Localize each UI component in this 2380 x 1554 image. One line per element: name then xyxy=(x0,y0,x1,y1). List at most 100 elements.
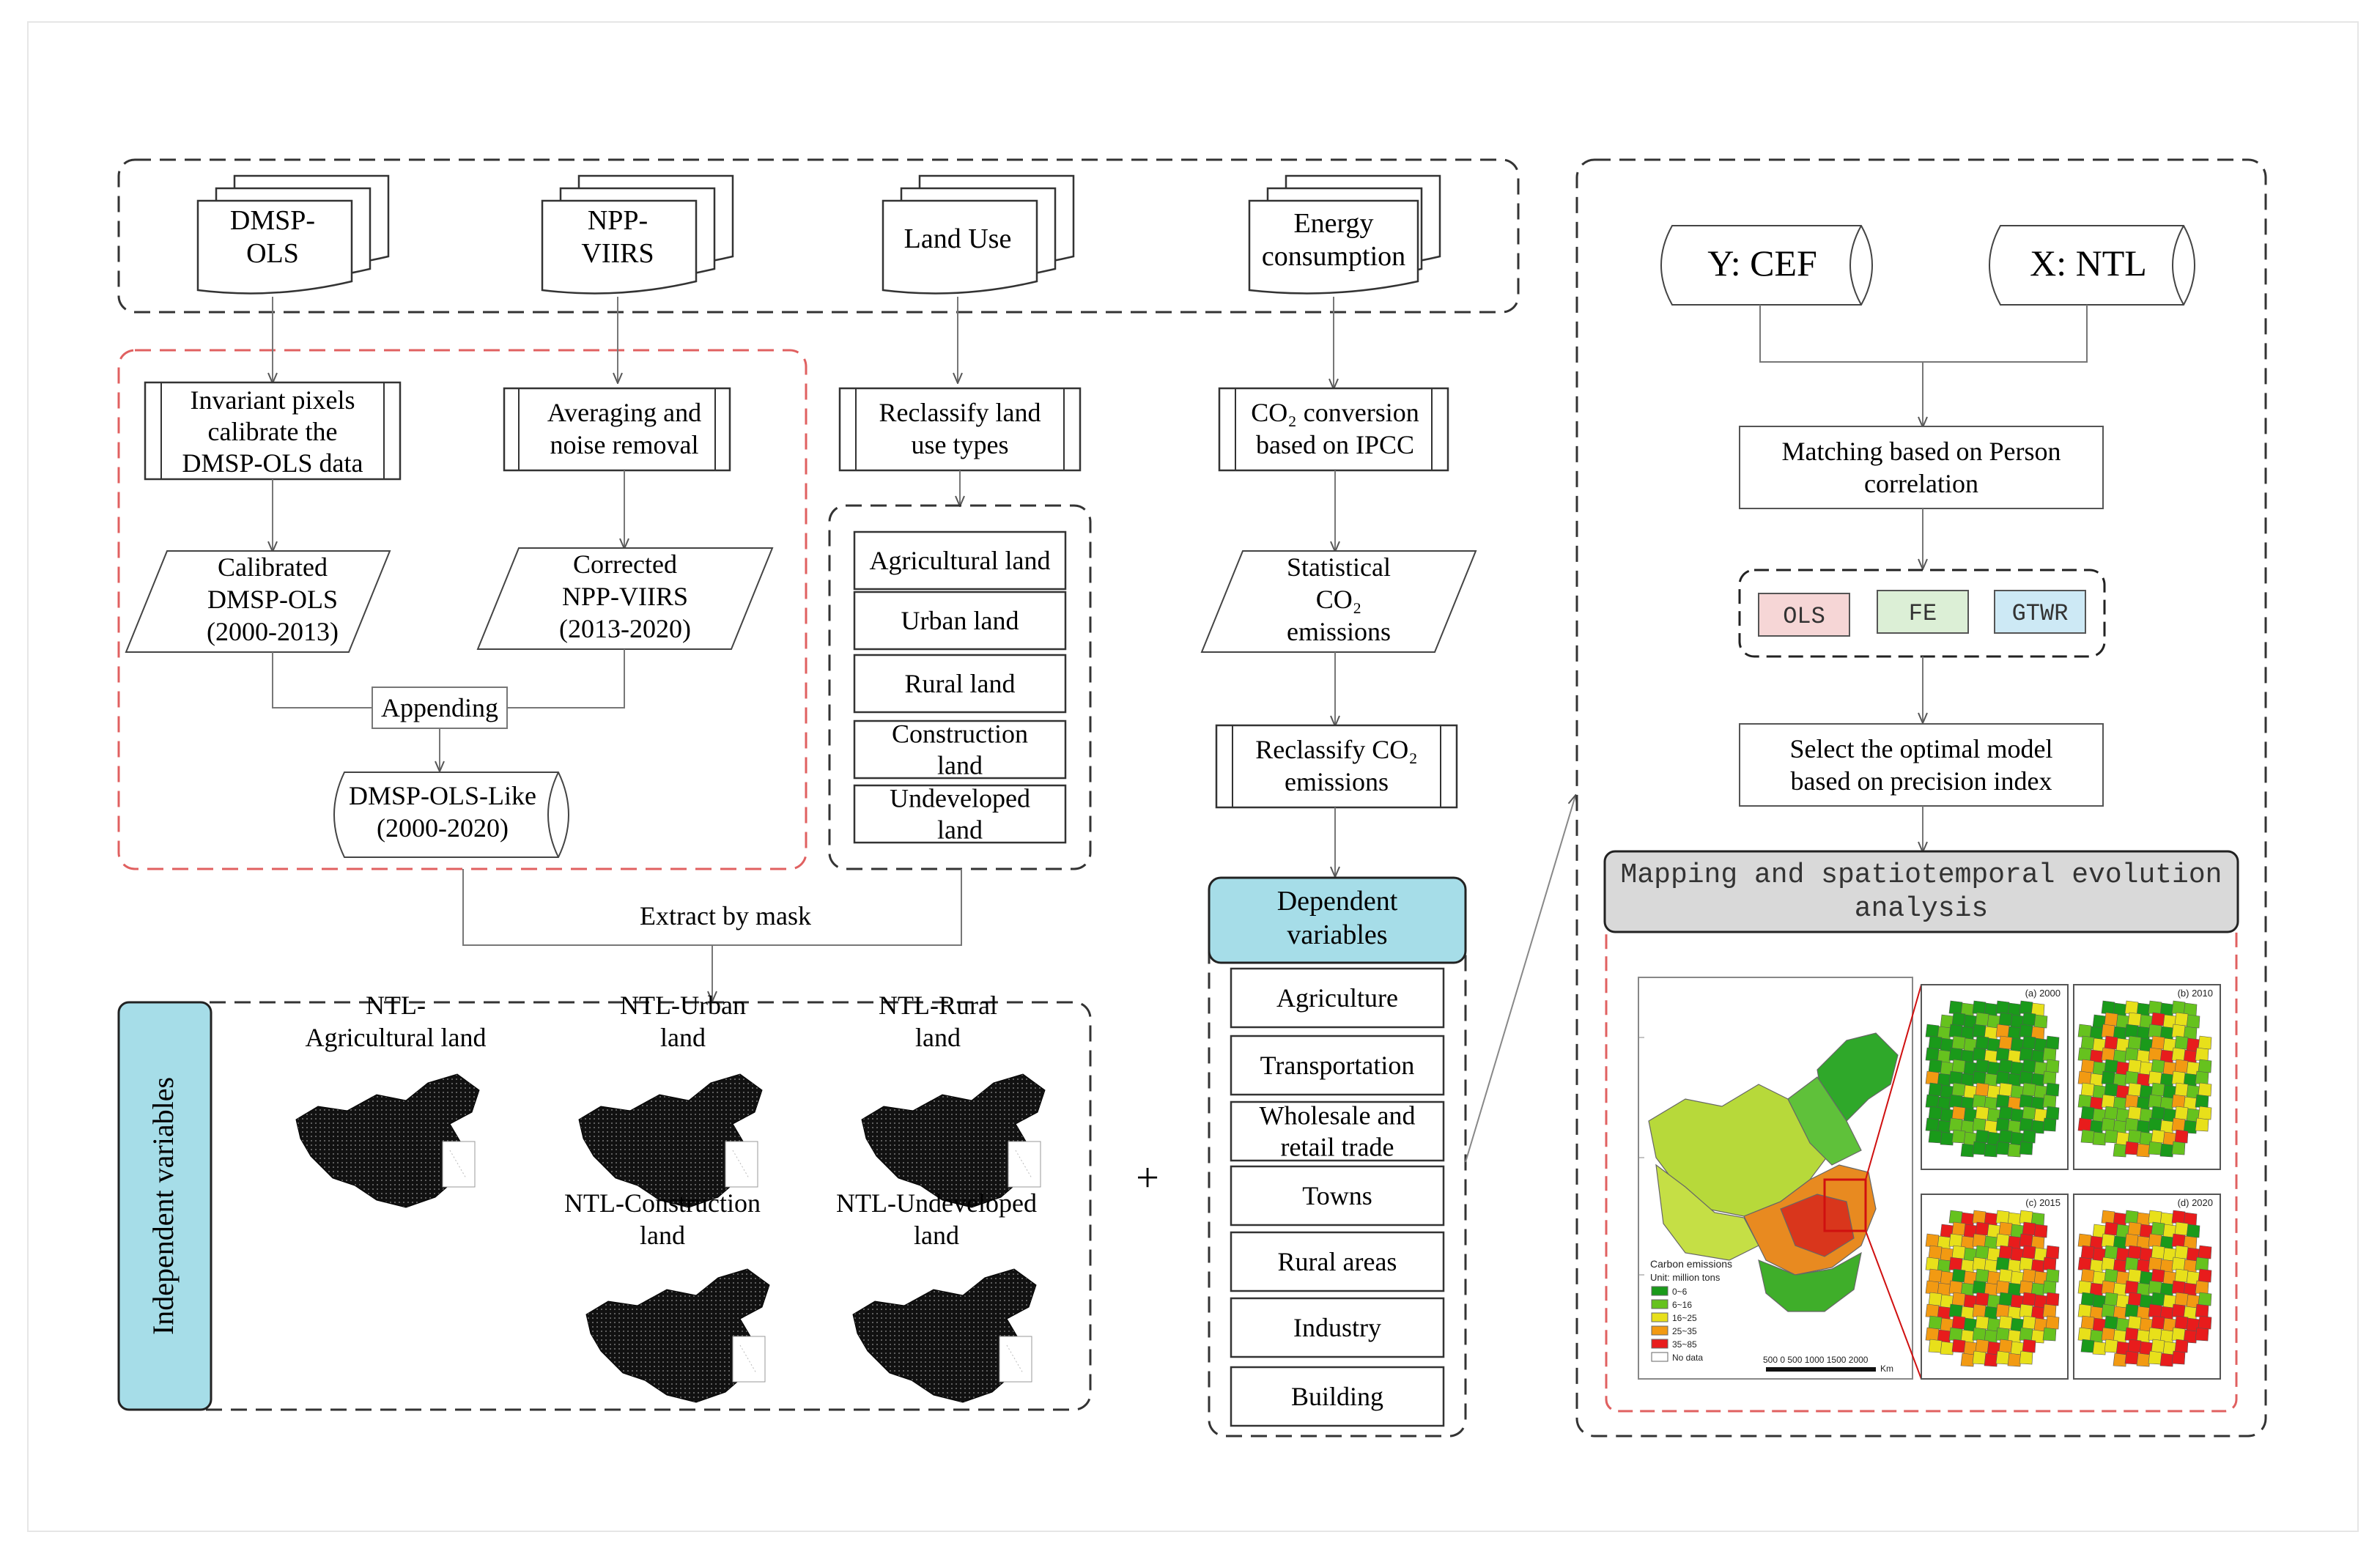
detail-panel: (c) 2015 xyxy=(1921,1194,2069,1380)
model-panel xyxy=(1575,158,2267,1438)
ntl-processing-group xyxy=(117,349,808,870)
land-type-label-2: land xyxy=(937,751,983,780)
land-type-item: Urban land xyxy=(853,591,1067,651)
x-ntl-label: X: NTL xyxy=(2030,243,2147,284)
statistical-label-2: CO₂ xyxy=(1316,585,1362,614)
dependent-item-label-1: Towns xyxy=(1302,1181,1372,1210)
detail-panel-title: (a) 2000 xyxy=(2025,988,2061,999)
ntl-maps: NTL-Agricultural landNTL-UrbanlandNTL-Ru… xyxy=(295,991,1046,1403)
extract-by-mask-label: Extract by mask xyxy=(640,901,811,930)
detail-panel: (b) 2010 xyxy=(2073,984,2221,1170)
outer-frame xyxy=(27,21,2359,1532)
dependent-item: Towns xyxy=(1230,1165,1445,1226)
dependent-variables-header: Dependent variables xyxy=(1208,876,1467,964)
land-type-item: Rural land xyxy=(853,654,1067,714)
ntl-map-label-2: land xyxy=(914,1221,959,1250)
land-type-label-2: land xyxy=(937,815,983,845)
dependent-item: Building xyxy=(1230,1366,1445,1427)
calibrated-dmsp-data: Calibrated DMSP-OLS (2000-2013) xyxy=(125,550,391,653)
select-model-box: Select the optimal model based on precis… xyxy=(1739,723,2104,807)
land-type-label-1: Undeveloped xyxy=(890,784,1030,813)
legend-item-label: 25~35 xyxy=(1672,1326,1697,1336)
scale-label: 500 0 500 1000 1500 2000 xyxy=(1763,1355,1869,1365)
carbon-emissions-map: Carbon emissions Unit: million tons 0~66… xyxy=(1638,977,1913,1380)
dependent-item: Industry xyxy=(1230,1297,1445,1358)
legend-item: 35~85 xyxy=(1651,1339,1697,1350)
legend-title: Carbon emissions xyxy=(1650,1258,1732,1270)
land-use-label: Land Use xyxy=(904,223,1012,254)
mapping-title-2: analysis xyxy=(1855,893,1988,925)
independent-variables-title: Independent variables xyxy=(147,1077,180,1335)
averaging-label-2: noise removal xyxy=(550,430,699,459)
scale-unit: Km xyxy=(1880,1364,1893,1374)
mapping-title-1: Mapping and spatiotemporal evolution xyxy=(1621,859,2222,891)
npp-viirs-doc: NPP- VIIRS xyxy=(541,174,734,295)
legend-item: No data xyxy=(1651,1352,1703,1363)
y-cef-storage: Y: CEF xyxy=(1660,225,1873,306)
model-fe: FE xyxy=(1877,590,1969,634)
ntl-map-label-2: Agricultural land xyxy=(306,1023,487,1052)
select-label-2: based on precision index xyxy=(1791,766,2052,796)
ntl-map: NTL-Undeveloped land xyxy=(836,1188,1037,1403)
matching-label-2: correlation xyxy=(1864,469,1978,498)
legend-item: 0~6 xyxy=(1651,1286,1688,1297)
plus-sign: + xyxy=(1136,1155,1159,1201)
appending-label: Appending xyxy=(381,693,498,722)
invariant-label-1: Invariant pixels xyxy=(191,385,355,415)
dependent-item-label-1: Building xyxy=(1291,1382,1383,1411)
land-use-doc: Land Use xyxy=(882,174,1075,295)
averaging-label-1: Averaging and xyxy=(547,398,701,427)
legend-item-label: 6~16 xyxy=(1672,1300,1692,1310)
corrected-label-2: NPP-VIIRS xyxy=(562,582,688,611)
model-ols-label: OLS xyxy=(1783,603,1825,630)
dmsp-ols-like-storage: DMSP-OLS-Like (2000-2020) xyxy=(333,772,569,858)
ntl-map-label-1: NTL-Undeveloped xyxy=(836,1188,1037,1218)
appending-box: Appending xyxy=(372,687,508,729)
dependent-title-2: variables xyxy=(1287,920,1387,950)
invariant-label-3: DMSP-OLS data xyxy=(182,448,363,478)
model-ols: OLS xyxy=(1758,593,1850,637)
co2-conversion-label-1: CO₂ conversion xyxy=(1251,398,1419,427)
legend-item: 16~25 xyxy=(1651,1312,1697,1323)
dependent-item-label-1: Rural areas xyxy=(1278,1247,1397,1276)
legend-item-label: 0~6 xyxy=(1672,1287,1688,1297)
energy-label-1: Energy xyxy=(1293,208,1373,239)
dependent-item: Rural areas xyxy=(1230,1231,1445,1292)
statistical-label-3: emissions xyxy=(1287,617,1391,646)
dmsp-ols-label-1: DMSP- xyxy=(230,205,315,236)
land-type-label-1: Urban land xyxy=(901,606,1019,635)
ntl-map-label-2: land xyxy=(640,1221,685,1250)
select-label-1: Select the optimal model xyxy=(1790,734,2053,763)
model-gtwr-label: GTWR xyxy=(2012,600,2069,627)
matching-label-1: Matching based on Person xyxy=(1782,437,2061,466)
y-cef-label: Y: CEF xyxy=(1707,243,1817,284)
reclassify-co2-label-2: emissions xyxy=(1285,767,1389,796)
dependent-item-label-1: Transportation xyxy=(1260,1051,1415,1080)
land-type-item: Agricultural land xyxy=(853,530,1067,591)
statistical-label-1: Statistical xyxy=(1287,552,1391,582)
matching-box: Matching based on Person correlation xyxy=(1739,426,2104,509)
ntl-map-label-1: NTL-Urban xyxy=(620,991,746,1020)
legend-item-label: 35~85 xyxy=(1672,1339,1697,1350)
calibrated-label-3: (2000-2013) xyxy=(207,617,339,646)
dmsp-ols-doc: DMSP- OLS xyxy=(196,174,390,295)
legend-item-label: No data xyxy=(1672,1353,1703,1363)
legend-item: 6~16 xyxy=(1651,1299,1692,1310)
dmsp-ols-label-2: OLS xyxy=(246,238,299,269)
dependent-title-1: Dependent xyxy=(1277,886,1398,917)
land-type-label-1: Agricultural land xyxy=(870,546,1051,575)
reclassify-co2-label-1: Reclassify CO₂ xyxy=(1255,735,1418,764)
dependent-item-label-1: Agriculture xyxy=(1276,983,1398,1013)
dependent-item-label-1: Industry xyxy=(1293,1313,1381,1342)
detail-panel-title: (d) 2020 xyxy=(2178,1197,2213,1208)
co2-conversion-label-2: based on IPCC xyxy=(1256,430,1414,459)
